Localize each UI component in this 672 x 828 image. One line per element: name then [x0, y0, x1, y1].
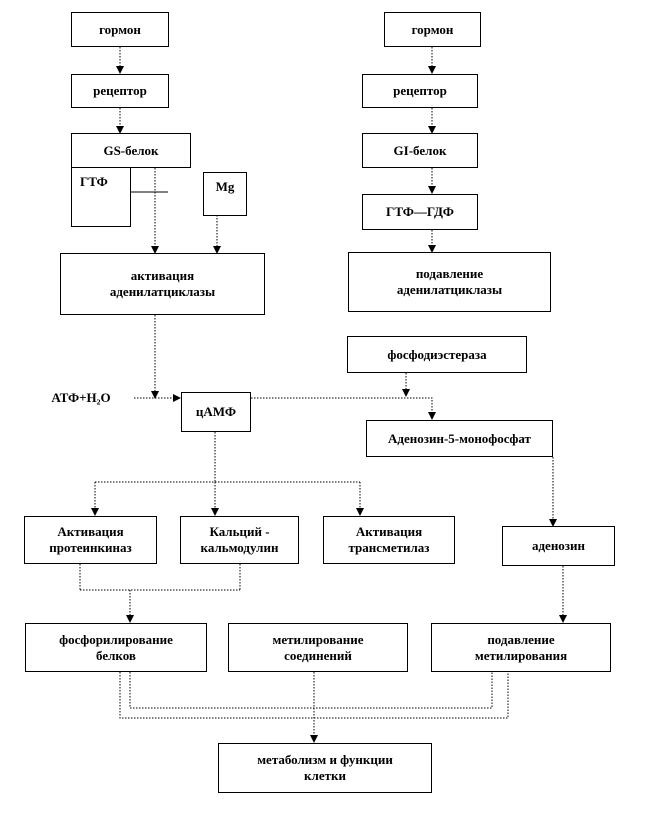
cell-metabolism-box: метаболизм и функции клетки [218, 743, 432, 793]
gs-protein-box: GS-белок [71, 133, 191, 168]
protein-phosphorylation-box: фосфорилирование белков [25, 623, 207, 672]
receptor-box-right: рецептор [362, 74, 478, 108]
methylation-suppression-box: подавление метилирования [431, 623, 611, 672]
arrow-camp-amp [251, 397, 436, 420]
compound-methylation-box: метилирование соединений [228, 623, 408, 672]
adenylate-cyclase-activation-box: активация аденилатциклазы [60, 253, 265, 315]
receptor-box-left: рецептор [71, 74, 169, 108]
calcium-calmodulin-box: Кальций - кальмодулин [180, 516, 299, 564]
adenylate-cyclase-suppression-box: подавление аденилатциклазы [348, 252, 551, 312]
transmethylase-activation-box: Активация трансметилаз [323, 516, 455, 564]
gi-protein-box: GI-белок [362, 133, 478, 168]
gtp-gdp-box: ГТФ—ГДФ [362, 194, 478, 230]
hormone-box-right: гормон [384, 12, 481, 47]
gtp-box: ГТФ [71, 167, 131, 227]
camp-box: цАМФ [181, 392, 251, 432]
amp-box: Аденозин-5-монофосфат [366, 420, 553, 457]
mg-box: Mg [203, 172, 247, 216]
atp-label: АТФ+Н₂О [51, 390, 111, 405]
hormone-box-left: гормон [71, 12, 169, 47]
adenosine-box: аденозин [502, 526, 615, 566]
phosphodiesterase-box: фосфодиэстераза [347, 336, 527, 373]
protein-kinase-activation-box: Активация протеинкиназ [24, 516, 157, 564]
